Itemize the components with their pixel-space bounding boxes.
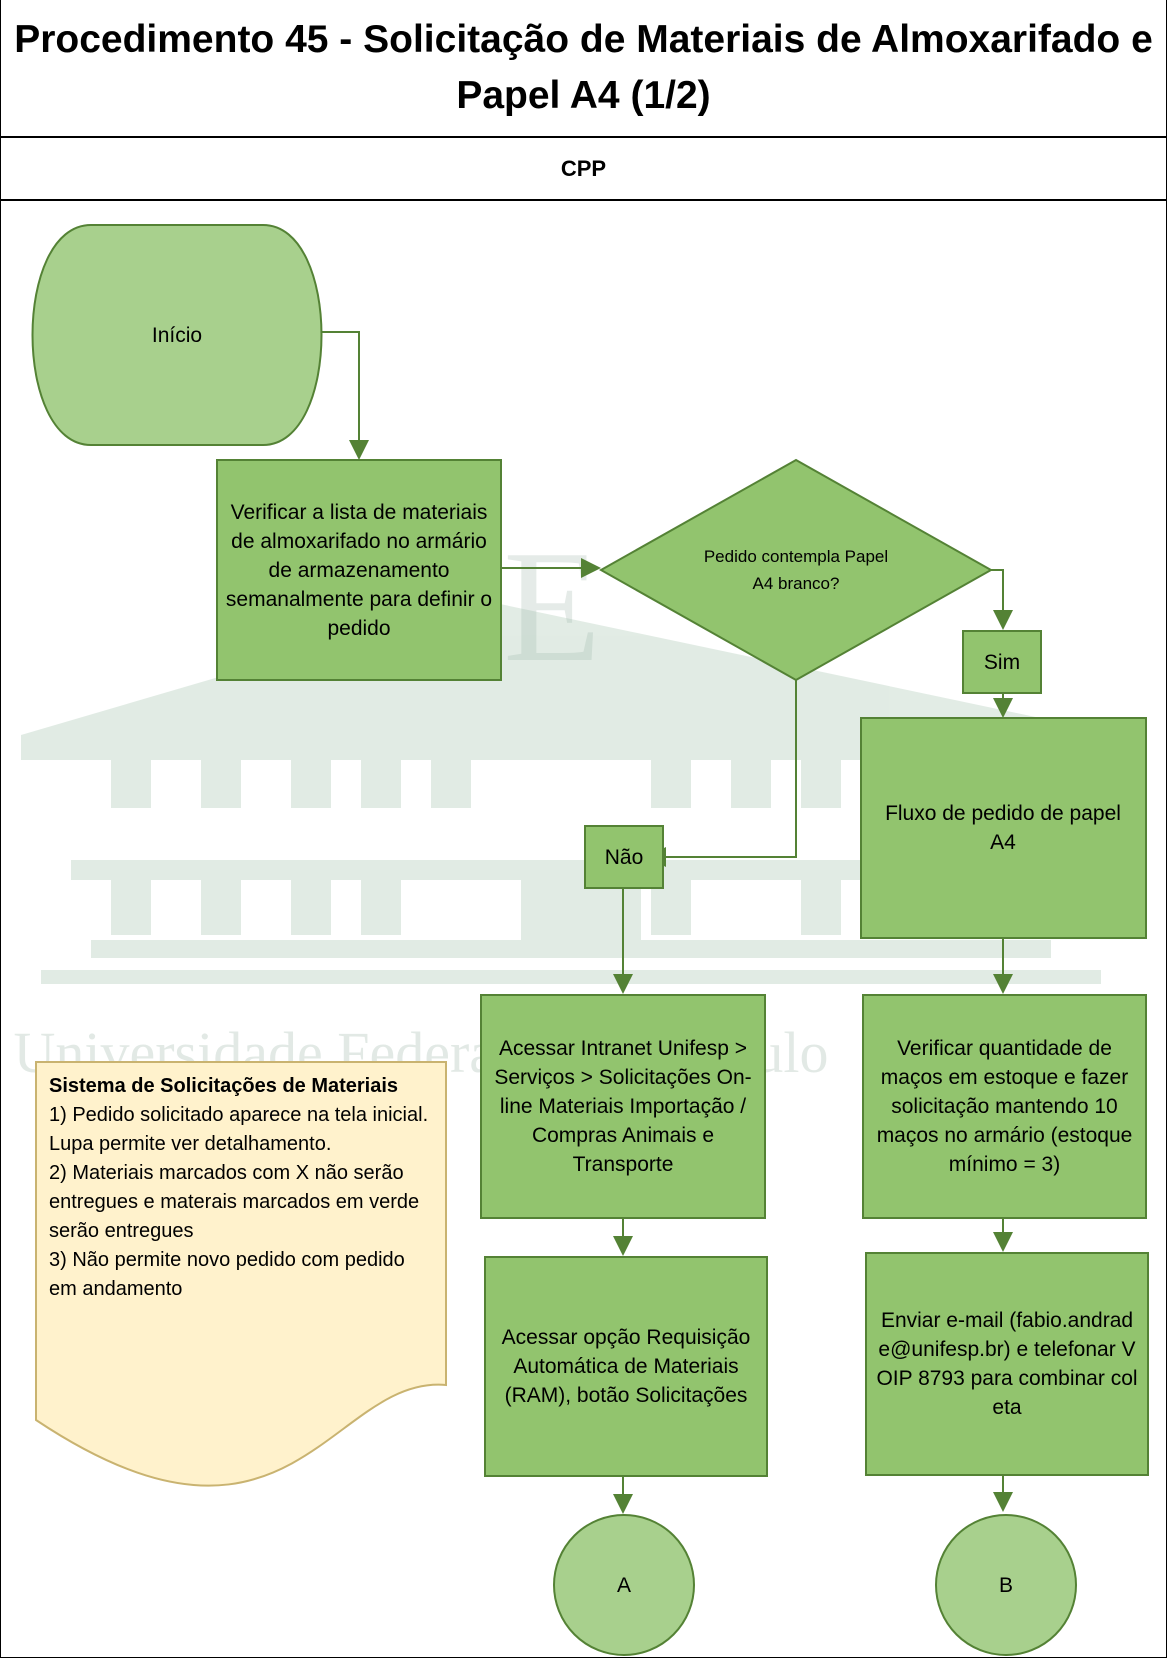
note-item-2: 2) Materiais marcados com X não serão en… bbox=[49, 1162, 420, 1242]
no-label: Não bbox=[604, 845, 644, 869]
decision-diamond bbox=[598, 458, 994, 682]
verify-list-box bbox=[216, 459, 502, 681]
yes-box bbox=[962, 630, 1042, 694]
note-document-shape bbox=[35, 1061, 447, 1487]
connector-b-circle bbox=[935, 1514, 1077, 1656]
access-intranet-box bbox=[480, 994, 766, 1219]
no-box bbox=[584, 825, 664, 889]
verify-list-label: Verificar a lista de materiais de almoxa… bbox=[225, 500, 493, 640]
swimlane-header: CPP bbox=[1, 138, 1166, 201]
arrow-decision-to-no bbox=[646, 680, 797, 867]
connector-b-label: B bbox=[998, 1573, 1013, 1597]
decision-label: Pedido contempla Papel A4 branco? bbox=[703, 547, 889, 593]
send-email-box bbox=[865, 1252, 1149, 1476]
note-title: Sistema de Solicitações de Materiais bbox=[49, 1075, 399, 1097]
connector-a-label: A bbox=[616, 1573, 631, 1597]
paper-flow-box bbox=[860, 717, 1147, 939]
check-quantity-label: Verificar quantidade de maços em estoque… bbox=[876, 1037, 1133, 1176]
access-intranet-label: Acessar Intranet Unifesp > Serviços > So… bbox=[494, 1037, 752, 1176]
start-label: Início bbox=[151, 323, 203, 347]
access-ram-label: Acessar opção Requisição Automática de M… bbox=[501, 1326, 751, 1407]
arrow-start-to-verify bbox=[316, 331, 369, 460]
check-quantity-box bbox=[862, 994, 1147, 1219]
watermark-building bbox=[21, 600, 1121, 984]
access-ram-box bbox=[484, 1256, 768, 1477]
yes-label: Sim bbox=[983, 650, 1021, 674]
note-content: Sistema de Solicitações de Materiais 1) … bbox=[49, 1072, 429, 1304]
send-email-label: Enviar e-mail (fabio.andrade@unifesp.br)… bbox=[876, 1309, 1138, 1419]
arrow-decision-to-yes bbox=[991, 569, 1013, 630]
diagram-title-text: Procedimento 45 - Solicitação de Materia… bbox=[14, 18, 1153, 117]
note-item-3: 3) Não permite novo pedido com pedido em… bbox=[49, 1249, 405, 1300]
start-terminator bbox=[31, 224, 323, 446]
connector-a-circle bbox=[553, 1514, 695, 1656]
swimlane-label: CPP bbox=[560, 155, 607, 181]
note-item-1: 1) Pedido solicitado aparece na tela ini… bbox=[49, 1104, 429, 1155]
connector-lines bbox=[316, 331, 1013, 1514]
paper-flow-label: Fluxo de pedido de papel A4 bbox=[885, 802, 1121, 854]
diagram-title: Procedimento 45 - Solicitação de Materia… bbox=[1, 0, 1166, 138]
